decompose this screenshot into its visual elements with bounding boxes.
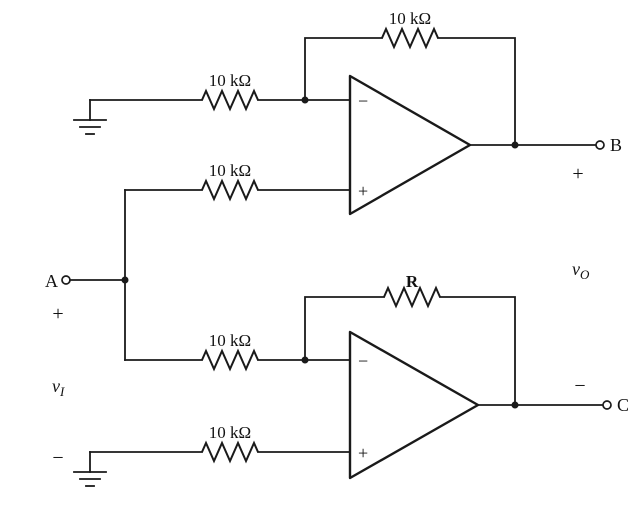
resistor-top-feedback-label: 10 kΩ — [389, 9, 431, 28]
resistor-bottom-inverting-symbol — [201, 348, 259, 372]
output-voltage-label: vO — [572, 259, 590, 282]
opamp-bottom-inverting-sign: − — [358, 351, 368, 371]
wire-bottom-feedback-left — [304, 296, 385, 361]
output-c-minus-sign: − — [574, 375, 585, 397]
output-b-plus-sign: + — [572, 163, 583, 185]
resistor-top-inverting-symbol — [201, 88, 259, 112]
node-top-output-junction — [511, 141, 519, 149]
opamp-bottom — [348, 330, 480, 480]
node-input-bus-junction — [121, 276, 129, 284]
node-bottom-inverting-junction — [301, 356, 309, 364]
input-minus-sign: − — [52, 447, 63, 469]
resistor-top-feedback-symbol — [381, 26, 439, 50]
resistor-bottom-noninverting-symbol — [201, 440, 259, 464]
resistor-top-noninverting-label: 10 kΩ — [209, 161, 251, 180]
input-voltage-label: vI — [52, 376, 65, 399]
opamp-top-noninverting-sign: + — [358, 181, 368, 201]
node-bottom-output-junction — [511, 401, 519, 409]
node-top-inverting-junction — [301, 96, 309, 104]
terminal-b-label: B — [610, 135, 622, 155]
resistor-bottom-feedback-label: R — [406, 272, 419, 291]
resistor-bottom-feedback-symbol — [383, 285, 441, 309]
terminal-b-circle — [595, 140, 605, 150]
terminal-c-label: C — [617, 395, 629, 415]
terminal-c-circle — [602, 400, 612, 410]
wire-bottom-feedback-right — [439, 296, 516, 406]
ground-icon-bottom — [73, 451, 107, 487]
input-plus-sign: + — [52, 303, 63, 325]
terminal-a-label: A — [45, 271, 58, 291]
wire-top-feedback-right — [437, 37, 516, 146]
vo-symbol: v — [572, 259, 580, 279]
opamp-bottom-noninverting-sign: + — [358, 443, 368, 463]
vi-symbol: v — [52, 376, 60, 396]
resistor-bottom-inverting-label: 10 kΩ — [209, 331, 251, 350]
resistor-top-inverting-label: 10 kΩ — [209, 71, 251, 90]
resistor-bottom-noninverting-label: 10 kΩ — [209, 423, 251, 442]
vo-subscript: O — [580, 267, 590, 282]
opamp-top-inverting-sign: − — [358, 91, 368, 111]
wire-top-feedback-left — [304, 37, 383, 101]
ground-icon-top — [73, 99, 107, 135]
terminal-a-circle — [61, 275, 71, 285]
opamp-top — [348, 74, 472, 216]
vi-subscript: I — [59, 384, 65, 399]
resistor-top-noninverting-symbol — [201, 178, 259, 202]
